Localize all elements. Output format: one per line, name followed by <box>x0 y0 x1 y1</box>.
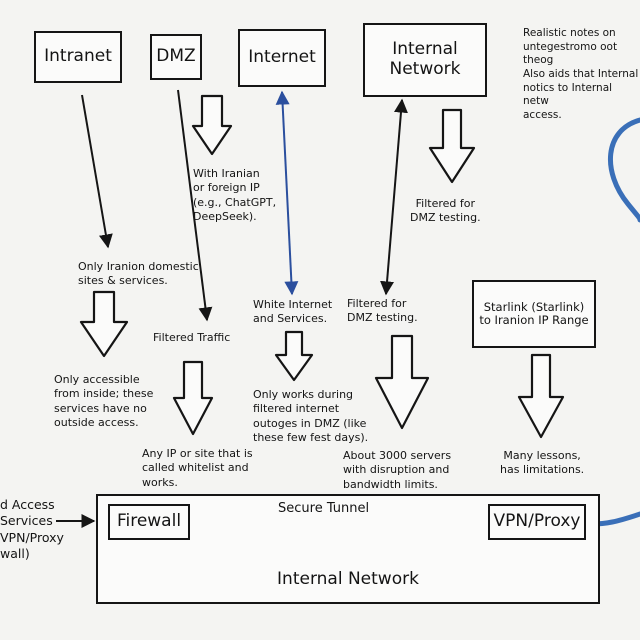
firewall-label: Firewall <box>116 511 182 532</box>
note-about-3000: About 3000 servers with disruption and b… <box>343 449 452 491</box>
block-arrow-internal-network <box>428 108 476 184</box>
note-top-right: Realistic notes on untegestromo oot theo… <box>523 27 639 121</box>
note-left-cut: d Access Services VPN/Proxy wall) <box>0 497 64 561</box>
internal-network-label: Internal Network <box>389 39 461 79</box>
arrow-internal-to-filtered <box>380 98 408 296</box>
note-many-lessons: Many lessons, has limitations. <box>500 449 585 477</box>
dmz-label: DMZ <box>156 46 196 67</box>
internet-box: Internet <box>238 29 326 87</box>
secure-tunnel-label: Secure Tunnel <box>278 501 370 516</box>
note-white-internet: White Internet and Services. <box>253 298 333 326</box>
block-arrow-white-internet <box>274 330 314 382</box>
block-arrow-filtered-dmz <box>374 334 430 430</box>
internal-network-box: Internal Network <box>363 23 487 97</box>
arrow-internet-white-internet <box>275 90 299 296</box>
note-dmz-ip: With Iranian or foreign IP (e.g., ChatGP… <box>193 167 277 223</box>
starlink-box: Starlink (Starlink) to Iranion IP Range <box>472 280 596 348</box>
arrow-dmz-to-filtered <box>177 89 213 322</box>
note-only-iranion: Only Iranion domestic sites & services. <box>78 260 199 288</box>
intranet-label: Intranet <box>44 46 112 67</box>
dmz-box: DMZ <box>150 34 202 80</box>
note-any-ip: Any IP or site that is called whitelist … <box>142 447 253 489</box>
starlink-label: Starlink (Starlink) to Iranion IP Range <box>479 299 589 327</box>
block-arrow-dmz <box>191 94 233 156</box>
note-only-works: Only works during filtered internet outo… <box>253 388 369 444</box>
intranet-box: Intranet <box>34 31 122 83</box>
vpn-proxy-label: VPN/Proxy <box>493 511 581 532</box>
internet-label: Internet <box>248 47 316 68</box>
note-only-accessible: Only accessible from inside; these servi… <box>54 373 154 429</box>
note-filtered-dmz-top: Filtered for DMZ testing. <box>410 197 481 225</box>
note-filtered-dmz-mid: Filtered for DMZ testing. <box>347 297 418 325</box>
vpn-proxy-box: VPN/Proxy <box>488 504 586 540</box>
network-cable <box>607 117 640 223</box>
note-filtered-traffic: Filtered Traffic <box>153 331 231 344</box>
block-arrow-filtered-traffic <box>172 360 214 436</box>
arrow-intranet-to-domestic <box>81 94 113 249</box>
internal-network-bottom-label: Internal Network <box>277 569 419 590</box>
block-arrow-domestic <box>79 290 129 358</box>
firewall-box: Firewall <box>108 504 190 540</box>
block-arrow-starlink <box>517 353 565 439</box>
